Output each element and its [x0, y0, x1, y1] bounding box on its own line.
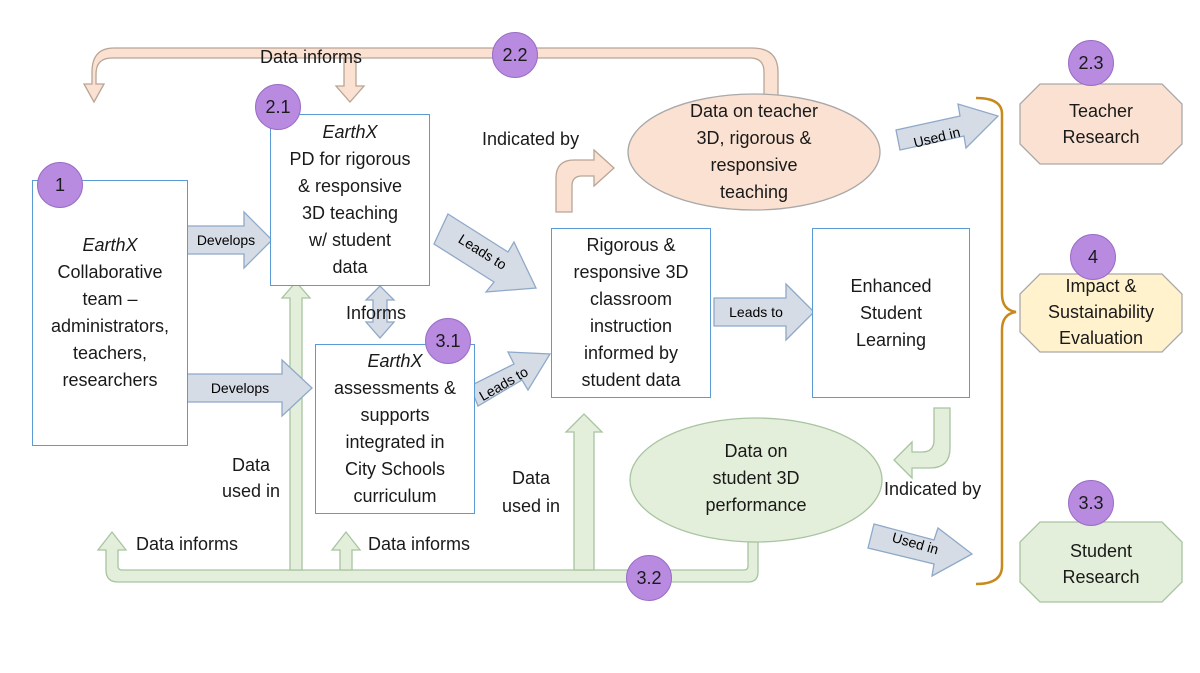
learning-line-3: Learning — [855, 329, 927, 350]
pd-informs-arrow — [334, 57, 366, 103]
collab-line-5: researchers — [62, 370, 158, 390]
data-used-in-mid-line-1: Data — [512, 468, 551, 488]
instruction-data-used-arrow — [564, 413, 604, 571]
teacher-data-ellipse — [627, 93, 881, 211]
data-informs-top-label: Data informs — [260, 47, 363, 67]
used-in-arrow-top — [895, 103, 1000, 151]
used-in-arrow-bottom — [867, 523, 974, 578]
teacher-data-loop-arrow — [82, 47, 779, 104]
data-used-in-mid-line-2: used in — [502, 496, 561, 516]
badge-2-1: 2.1 — [255, 84, 301, 130]
assess-line-5: curriculum — [353, 486, 437, 506]
instruction-box: Rigorous & responsive 3D classroom instr… — [551, 228, 711, 398]
assess-line-2: supports — [360, 405, 430, 425]
assess-line-4: City Schools — [344, 459, 446, 479]
teacher-data-text: Data on teacher 3D, rigorous & responsiv… — [654, 98, 854, 206]
data-used-in-left-line-2: used in — [222, 481, 281, 501]
impact-text: Impact & Sustainability Evaluation — [1020, 272, 1182, 352]
data-used-in-left-label: Data used in — [222, 452, 280, 504]
teacher-research-octagon — [1019, 83, 1183, 165]
instruction-line-4: instruction — [589, 316, 673, 336]
collab-line-1: Collaborative — [57, 262, 163, 282]
pd-data-used-arrow — [280, 281, 312, 571]
learning-indicated-arrow — [893, 407, 951, 480]
collaborative-team-box: EarthX Collaborative team – administrato… — [32, 180, 188, 446]
badge-3-3: 3.3 — [1068, 480, 1114, 526]
pd-line-5: data — [332, 257, 368, 277]
pd-title: EarthX — [322, 122, 378, 142]
informs-double-arrow — [364, 285, 396, 339]
data-used-in-left-line-1: Data — [232, 455, 271, 475]
indicated-by-arrow — [555, 148, 615, 213]
badge-4: 4 — [1070, 234, 1116, 280]
pd-line-1: PD for rigorous — [289, 149, 411, 169]
leads-to-arrow-3 — [713, 282, 815, 342]
teacher-data-line-1: Data on teacher — [689, 101, 819, 121]
collab-line-2: team – — [82, 289, 138, 309]
instruction-line-3: classroom — [589, 289, 673, 309]
teacher-data-line-2: 3D, rigorous & — [696, 128, 812, 148]
develops-label-top: Develops — [197, 232, 255, 248]
badge-1: 1 — [37, 162, 83, 208]
teacher-data-line-3: responsive — [710, 155, 798, 175]
instruction-line-6: student data — [581, 370, 681, 390]
assess-line-1: assessments & — [333, 378, 457, 398]
instruction-line-5: informed by — [583, 343, 679, 363]
student-research-octagon — [1019, 521, 1183, 603]
student-research-line-2: Research — [1062, 567, 1140, 587]
student-data-line-3: performance — [705, 494, 807, 515]
impact-line-1: Impact & — [1065, 276, 1137, 296]
student-data-line-2: student 3D — [712, 467, 800, 488]
data-used-in-mid-label: Data used in — [502, 464, 560, 520]
teacher-research-line-2: Research — [1062, 127, 1140, 147]
indicated-by-bottom-label: Indicated by — [884, 479, 982, 499]
develops-arrow-top — [183, 210, 273, 270]
assess-title: EarthX — [367, 351, 423, 371]
assess-informs-arrow — [330, 530, 362, 571]
badge-2-3: 2.3 — [1068, 40, 1114, 86]
collab-line-3: administrators, — [50, 316, 170, 336]
data-informs-bottom-left-label: Data informs — [136, 534, 239, 554]
indicated-by-top-label: Indicated by — [482, 129, 580, 149]
badge-3-1: 3.1 — [425, 318, 471, 364]
teacher-research-line-1: Teacher — [1068, 101, 1134, 121]
pd-line-2: & responsive — [297, 176, 403, 196]
impact-line-2: Sustainability — [1047, 302, 1155, 322]
informs-label: Informs — [346, 303, 407, 323]
student-research-line-1: Student — [1069, 541, 1133, 561]
impact-octagon — [1019, 273, 1183, 353]
student-data-ellipse — [629, 417, 883, 543]
student-data-loop-arrow — [96, 530, 759, 583]
learning-line-1: Enhanced — [850, 275, 932, 296]
student-data-text: Data on student 3D performance — [666, 436, 846, 520]
pd-line-4: w/ student — [308, 230, 392, 250]
teacher-data-line-4: teaching — [719, 182, 789, 202]
pd-line-3: 3D teaching — [301, 203, 399, 223]
student-research-text: Student Research — [1020, 536, 1182, 592]
instruction-line-1: Rigorous & — [586, 235, 676, 255]
impact-line-3: Evaluation — [1058, 328, 1144, 348]
develops-label-bottom: Develops — [211, 380, 269, 396]
collab-line-4: teachers, — [72, 343, 148, 363]
data-informs-bottom-mid-label: Data informs — [368, 534, 471, 554]
develops-arrow-bottom — [183, 358, 313, 418]
learning-line-2: Student — [859, 302, 923, 323]
assess-line-3: integrated in — [345, 432, 445, 452]
outcome-bracket — [975, 96, 1017, 586]
leads-to-arrow-2 — [469, 351, 552, 407]
pd-box: EarthX PD for rigorous & responsive 3D t… — [270, 114, 430, 286]
teacher-research-text: Teacher Research — [1020, 96, 1182, 152]
instruction-line-2: responsive 3D — [573, 262, 689, 282]
collab-title: EarthX — [82, 235, 138, 255]
assessments-box: EarthX assessments & supports integrated… — [315, 344, 475, 514]
leads-to-arrow-1 — [433, 213, 537, 293]
badge-2-2: 2.2 — [492, 32, 538, 78]
student-data-line-1: Data on — [724, 440, 788, 461]
learning-box: Enhanced Student Learning — [812, 228, 970, 398]
badge-3-2: 3.2 — [626, 555, 672, 601]
leads-to-label-3: Leads to — [729, 304, 783, 320]
